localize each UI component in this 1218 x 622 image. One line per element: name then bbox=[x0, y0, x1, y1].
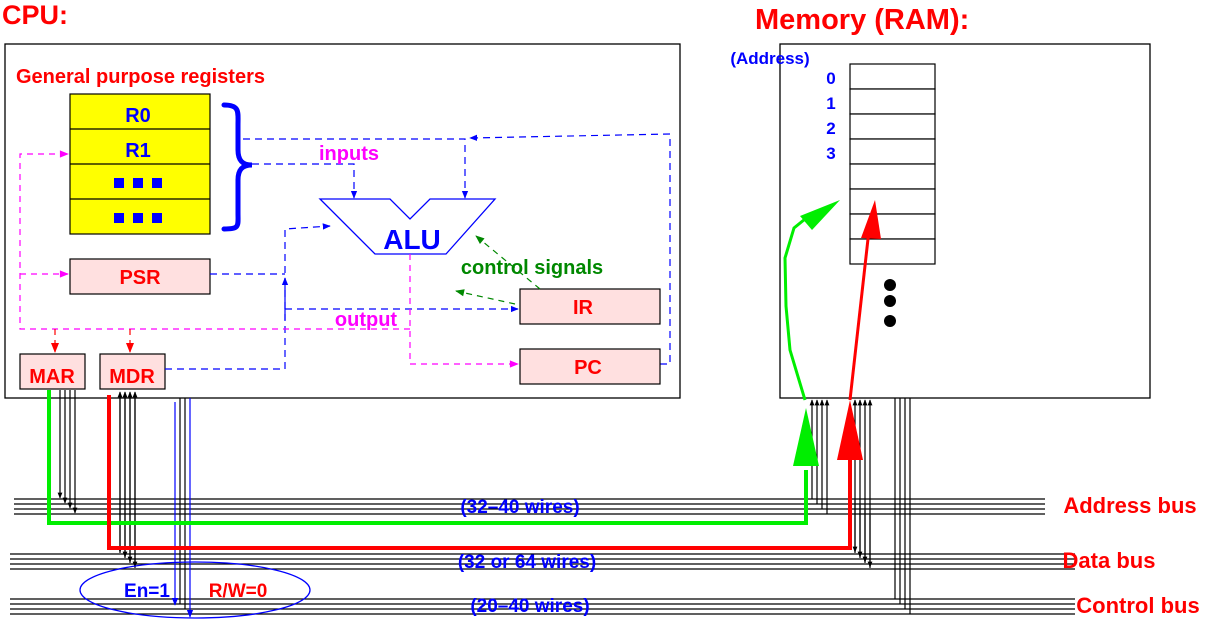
read-write-signal: R/W=0 bbox=[209, 581, 268, 602]
memory-cell bbox=[849, 113, 936, 140]
mar-to-address-bus-wires bbox=[57, 390, 78, 514]
control-bus-wires: (20–40 wires) bbox=[470, 596, 589, 617]
mdr-label: MDR bbox=[109, 366, 155, 388]
ellipsis-dot bbox=[884, 295, 896, 307]
inputs-label: inputs bbox=[319, 143, 379, 165]
memory-ellipsis-dots bbox=[884, 279, 896, 327]
ir-label: IR bbox=[573, 297, 594, 319]
alu-output-to-registers-path bbox=[19, 150, 410, 330]
pc-register bbox=[519, 348, 661, 385]
register-r0: R0 bbox=[125, 105, 151, 127]
control-signal-to-alu bbox=[475, 235, 541, 290]
memory-box bbox=[779, 43, 1151, 399]
data-flow-into-memory bbox=[848, 229, 871, 401]
memory-cell bbox=[849, 163, 936, 190]
enable-signal: En=1 bbox=[124, 581, 170, 602]
ellipsis-square bbox=[114, 213, 124, 223]
ir-register bbox=[519, 288, 661, 325]
memory-cell bbox=[849, 188, 936, 215]
data-bus-wires: (32 or 64 wires) bbox=[458, 552, 596, 573]
address-heading: (Address) bbox=[730, 49, 809, 68]
address-bus-wires: (32–40 wires) bbox=[460, 497, 579, 518]
alu-label: ALU bbox=[383, 224, 441, 255]
address-1: 1 bbox=[826, 94, 835, 113]
data-flow-arrowhead bbox=[837, 400, 863, 460]
register-r1: R1 bbox=[125, 140, 151, 162]
gpr-heading: General purpose registers bbox=[16, 66, 265, 88]
register-brace bbox=[221, 102, 253, 232]
input-path-b bbox=[243, 138, 469, 199]
pc-label: PC bbox=[574, 357, 602, 379]
address-2: 2 bbox=[826, 119, 835, 138]
data-flow-memory-arrowhead bbox=[861, 200, 881, 239]
memory-cells bbox=[849, 63, 936, 265]
alu-output-to-pc-path bbox=[409, 254, 519, 368]
alu-shape bbox=[318, 198, 497, 255]
memory-cell bbox=[849, 88, 936, 115]
ellipsis-dot bbox=[884, 315, 896, 327]
ellipsis-dot bbox=[884, 279, 896, 291]
data-flow-path bbox=[107, 395, 852, 550]
psr-label: PSR bbox=[119, 267, 161, 289]
psr-register bbox=[69, 258, 211, 295]
control-bus-label: Control bus bbox=[1076, 593, 1199, 618]
memory-to-data-bus-wires bbox=[852, 399, 873, 568]
ellipsis-square bbox=[152, 213, 162, 223]
cpu-box bbox=[4, 43, 681, 399]
cpu-title: CPU: bbox=[2, 0, 68, 30]
mdr-to-alu-path bbox=[165, 223, 331, 370]
output-label: output bbox=[335, 309, 398, 331]
mdr-to-data-bus-wires bbox=[117, 391, 138, 568]
control-signals-label: control signals bbox=[461, 257, 603, 279]
mar-label: MAR bbox=[29, 366, 75, 388]
memory-cell bbox=[849, 138, 936, 165]
address-flow-memory-arrowhead bbox=[800, 200, 840, 230]
input-path-a bbox=[252, 163, 358, 199]
control-signal-out bbox=[455, 289, 516, 305]
address-flow-path bbox=[47, 390, 808, 525]
cpu-to-control-bus-wires bbox=[171, 398, 194, 618]
memory-to-control-bus-wires bbox=[894, 398, 911, 614]
data-bus bbox=[10, 553, 1075, 570]
ellipsis-square bbox=[152, 178, 162, 188]
data-bus-label: Data bus bbox=[1063, 548, 1156, 573]
register-ellipsis-1 bbox=[114, 178, 162, 188]
memory-cell bbox=[849, 238, 936, 265]
mar-register bbox=[19, 353, 86, 390]
address-flow-arrowhead bbox=[793, 408, 819, 466]
address-bus-label: Address bus bbox=[1063, 493, 1196, 518]
address-bus bbox=[14, 498, 1045, 515]
ellipsis-square bbox=[133, 178, 143, 188]
ellipsis-square bbox=[114, 178, 124, 188]
pc-feedback-path bbox=[469, 133, 671, 365]
memory-cell bbox=[849, 63, 936, 90]
ellipsis-square bbox=[133, 213, 143, 223]
address-0: 0 bbox=[826, 69, 835, 88]
address-3: 3 bbox=[826, 144, 835, 163]
register-ellipsis-2 bbox=[114, 213, 162, 223]
address-flow-into-memory bbox=[783, 213, 811, 401]
register-file: R0 R1 bbox=[69, 93, 211, 235]
memory-title: Memory (RAM): bbox=[755, 4, 969, 36]
control-signal-ellipse bbox=[79, 561, 311, 619]
mdr-register bbox=[99, 353, 166, 390]
